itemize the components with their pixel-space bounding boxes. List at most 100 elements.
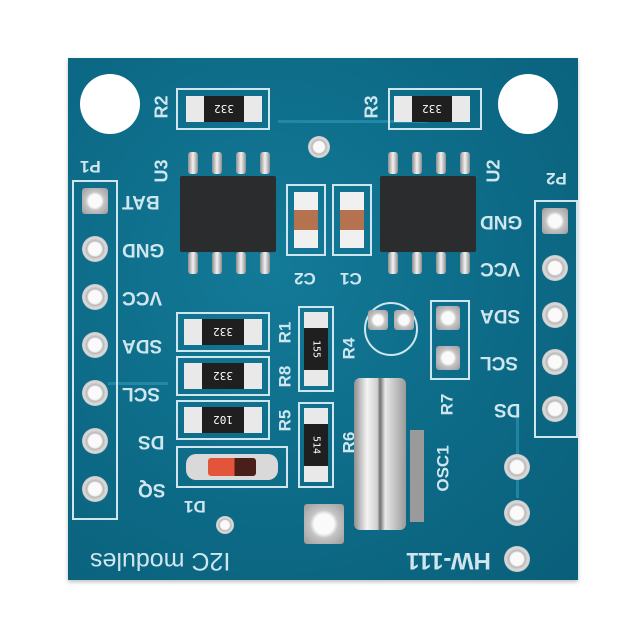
label-hw-111: HW-111 bbox=[406, 547, 491, 574]
r3-outline bbox=[388, 88, 482, 130]
label-osc1: OSC1 bbox=[433, 445, 453, 492]
p2-label-sda: SDA bbox=[480, 305, 521, 326]
ic-pin bbox=[236, 152, 246, 174]
p1-pin-ds bbox=[82, 428, 108, 454]
label-r2: R2 bbox=[151, 95, 172, 119]
through-hole bbox=[504, 546, 530, 572]
ic-pin bbox=[260, 252, 270, 274]
ic-pin bbox=[460, 152, 470, 174]
ic-pin bbox=[436, 152, 446, 174]
label-r4: R4 bbox=[339, 337, 359, 360]
r4-outline bbox=[298, 306, 334, 392]
ic-pin bbox=[212, 252, 222, 274]
test-pad bbox=[304, 504, 344, 544]
ic-pin bbox=[236, 252, 246, 274]
p2-pin-vcc bbox=[542, 255, 568, 281]
resistor-r3: 332 bbox=[394, 96, 470, 122]
ic-pin bbox=[212, 152, 222, 174]
r5-outline bbox=[176, 400, 270, 440]
ic-pin bbox=[188, 252, 198, 274]
resistor-r5: 102 bbox=[184, 407, 262, 433]
p1-label-bat: BAT bbox=[122, 191, 160, 212]
p2-label-gnd: GND bbox=[480, 211, 523, 232]
p2-outline bbox=[534, 200, 578, 438]
capacitor-c2 bbox=[294, 192, 318, 248]
label-r5: R5 bbox=[275, 409, 295, 432]
p2-pin-scl bbox=[542, 349, 568, 375]
p2-pin-gnd bbox=[542, 208, 568, 234]
crystal-pad bbox=[368, 310, 388, 330]
p1-pin-sq bbox=[82, 476, 108, 502]
p1-label-sq: SQ bbox=[138, 479, 166, 500]
p1-label-vcc: VCC bbox=[122, 287, 163, 308]
label-p2: P2 bbox=[546, 169, 567, 188]
trace bbox=[278, 120, 428, 123]
diode-d1 bbox=[186, 454, 278, 480]
p2-label-vcc: VCC bbox=[480, 258, 521, 279]
ic-pin bbox=[436, 252, 446, 274]
p1-outline bbox=[72, 180, 118, 520]
ic-pin bbox=[460, 252, 470, 274]
label-c2: C2 bbox=[294, 269, 316, 288]
r7-pad bbox=[436, 346, 460, 370]
resistor-r4: 155 bbox=[304, 312, 328, 386]
through-hole bbox=[504, 500, 530, 526]
p1-label-sda: SDA bbox=[122, 335, 163, 356]
label-p1: P1 bbox=[80, 157, 101, 176]
through-hole bbox=[504, 454, 530, 480]
via bbox=[216, 516, 234, 534]
p1-pin-scl bbox=[82, 380, 108, 406]
p1-pin-gnd bbox=[82, 236, 108, 262]
crystal-pad bbox=[394, 310, 414, 330]
resistor-r2: 332 bbox=[186, 96, 262, 122]
label-c1: C1 bbox=[340, 269, 362, 288]
label-u2: U2 bbox=[483, 159, 504, 183]
r7-pad bbox=[436, 306, 460, 330]
ic-pin bbox=[188, 152, 198, 174]
label-u3: U3 bbox=[151, 159, 172, 183]
resistor-r1: 332 bbox=[184, 319, 262, 345]
label-r7: R7 bbox=[437, 393, 457, 416]
ic-u2 bbox=[380, 176, 476, 252]
crystal-shadow bbox=[410, 430, 424, 522]
label-r8: R8 bbox=[275, 365, 295, 388]
r8-outline bbox=[176, 356, 270, 396]
mounting-hole-left bbox=[80, 74, 140, 134]
resistor-r8: 332 bbox=[184, 363, 262, 389]
p2-label-ds: DS bbox=[494, 399, 521, 420]
ic-pin bbox=[388, 152, 398, 174]
label-d1: D1 bbox=[184, 497, 206, 516]
pcb-board: 332 R2 332 R3 U3 U2 C2 C1 P1 BAT GND VCC bbox=[68, 58, 578, 580]
p2-pin-sda bbox=[542, 302, 568, 328]
resistor-r6: 514 bbox=[304, 408, 328, 482]
mounting-hole-right bbox=[498, 74, 558, 134]
via bbox=[308, 136, 330, 158]
ic-pin bbox=[388, 252, 398, 274]
r7-outline bbox=[430, 300, 470, 380]
p2-pin-ds bbox=[542, 396, 568, 422]
ic-pin bbox=[412, 252, 422, 274]
p2-label-scl: SCL bbox=[480, 352, 518, 373]
label-i2c-modules: I2C modules bbox=[90, 547, 231, 575]
label-r1: R1 bbox=[275, 321, 295, 344]
r2-outline bbox=[176, 88, 270, 130]
c2-outline bbox=[286, 184, 326, 256]
ic-u3 bbox=[180, 176, 276, 252]
p1-label-gnd: GND bbox=[122, 239, 165, 260]
p1-pin-sda bbox=[82, 332, 108, 358]
p1-label-scl: SCL bbox=[122, 383, 160, 404]
trace bbox=[108, 382, 168, 385]
r1-outline bbox=[176, 312, 270, 352]
crystal-osc1 bbox=[354, 378, 406, 530]
ic-pin bbox=[412, 152, 422, 174]
r6-outline bbox=[298, 402, 334, 488]
label-r3: R3 bbox=[361, 95, 382, 119]
p1-pin-bat bbox=[82, 188, 108, 214]
capacitor-c1 bbox=[340, 192, 364, 248]
crystal-leads bbox=[364, 302, 418, 356]
ic-pin bbox=[260, 152, 270, 174]
c1-outline bbox=[332, 184, 372, 256]
p1-pin-vcc bbox=[82, 284, 108, 310]
p1-label-ds: DS bbox=[138, 431, 165, 452]
d1-outline bbox=[176, 446, 288, 488]
